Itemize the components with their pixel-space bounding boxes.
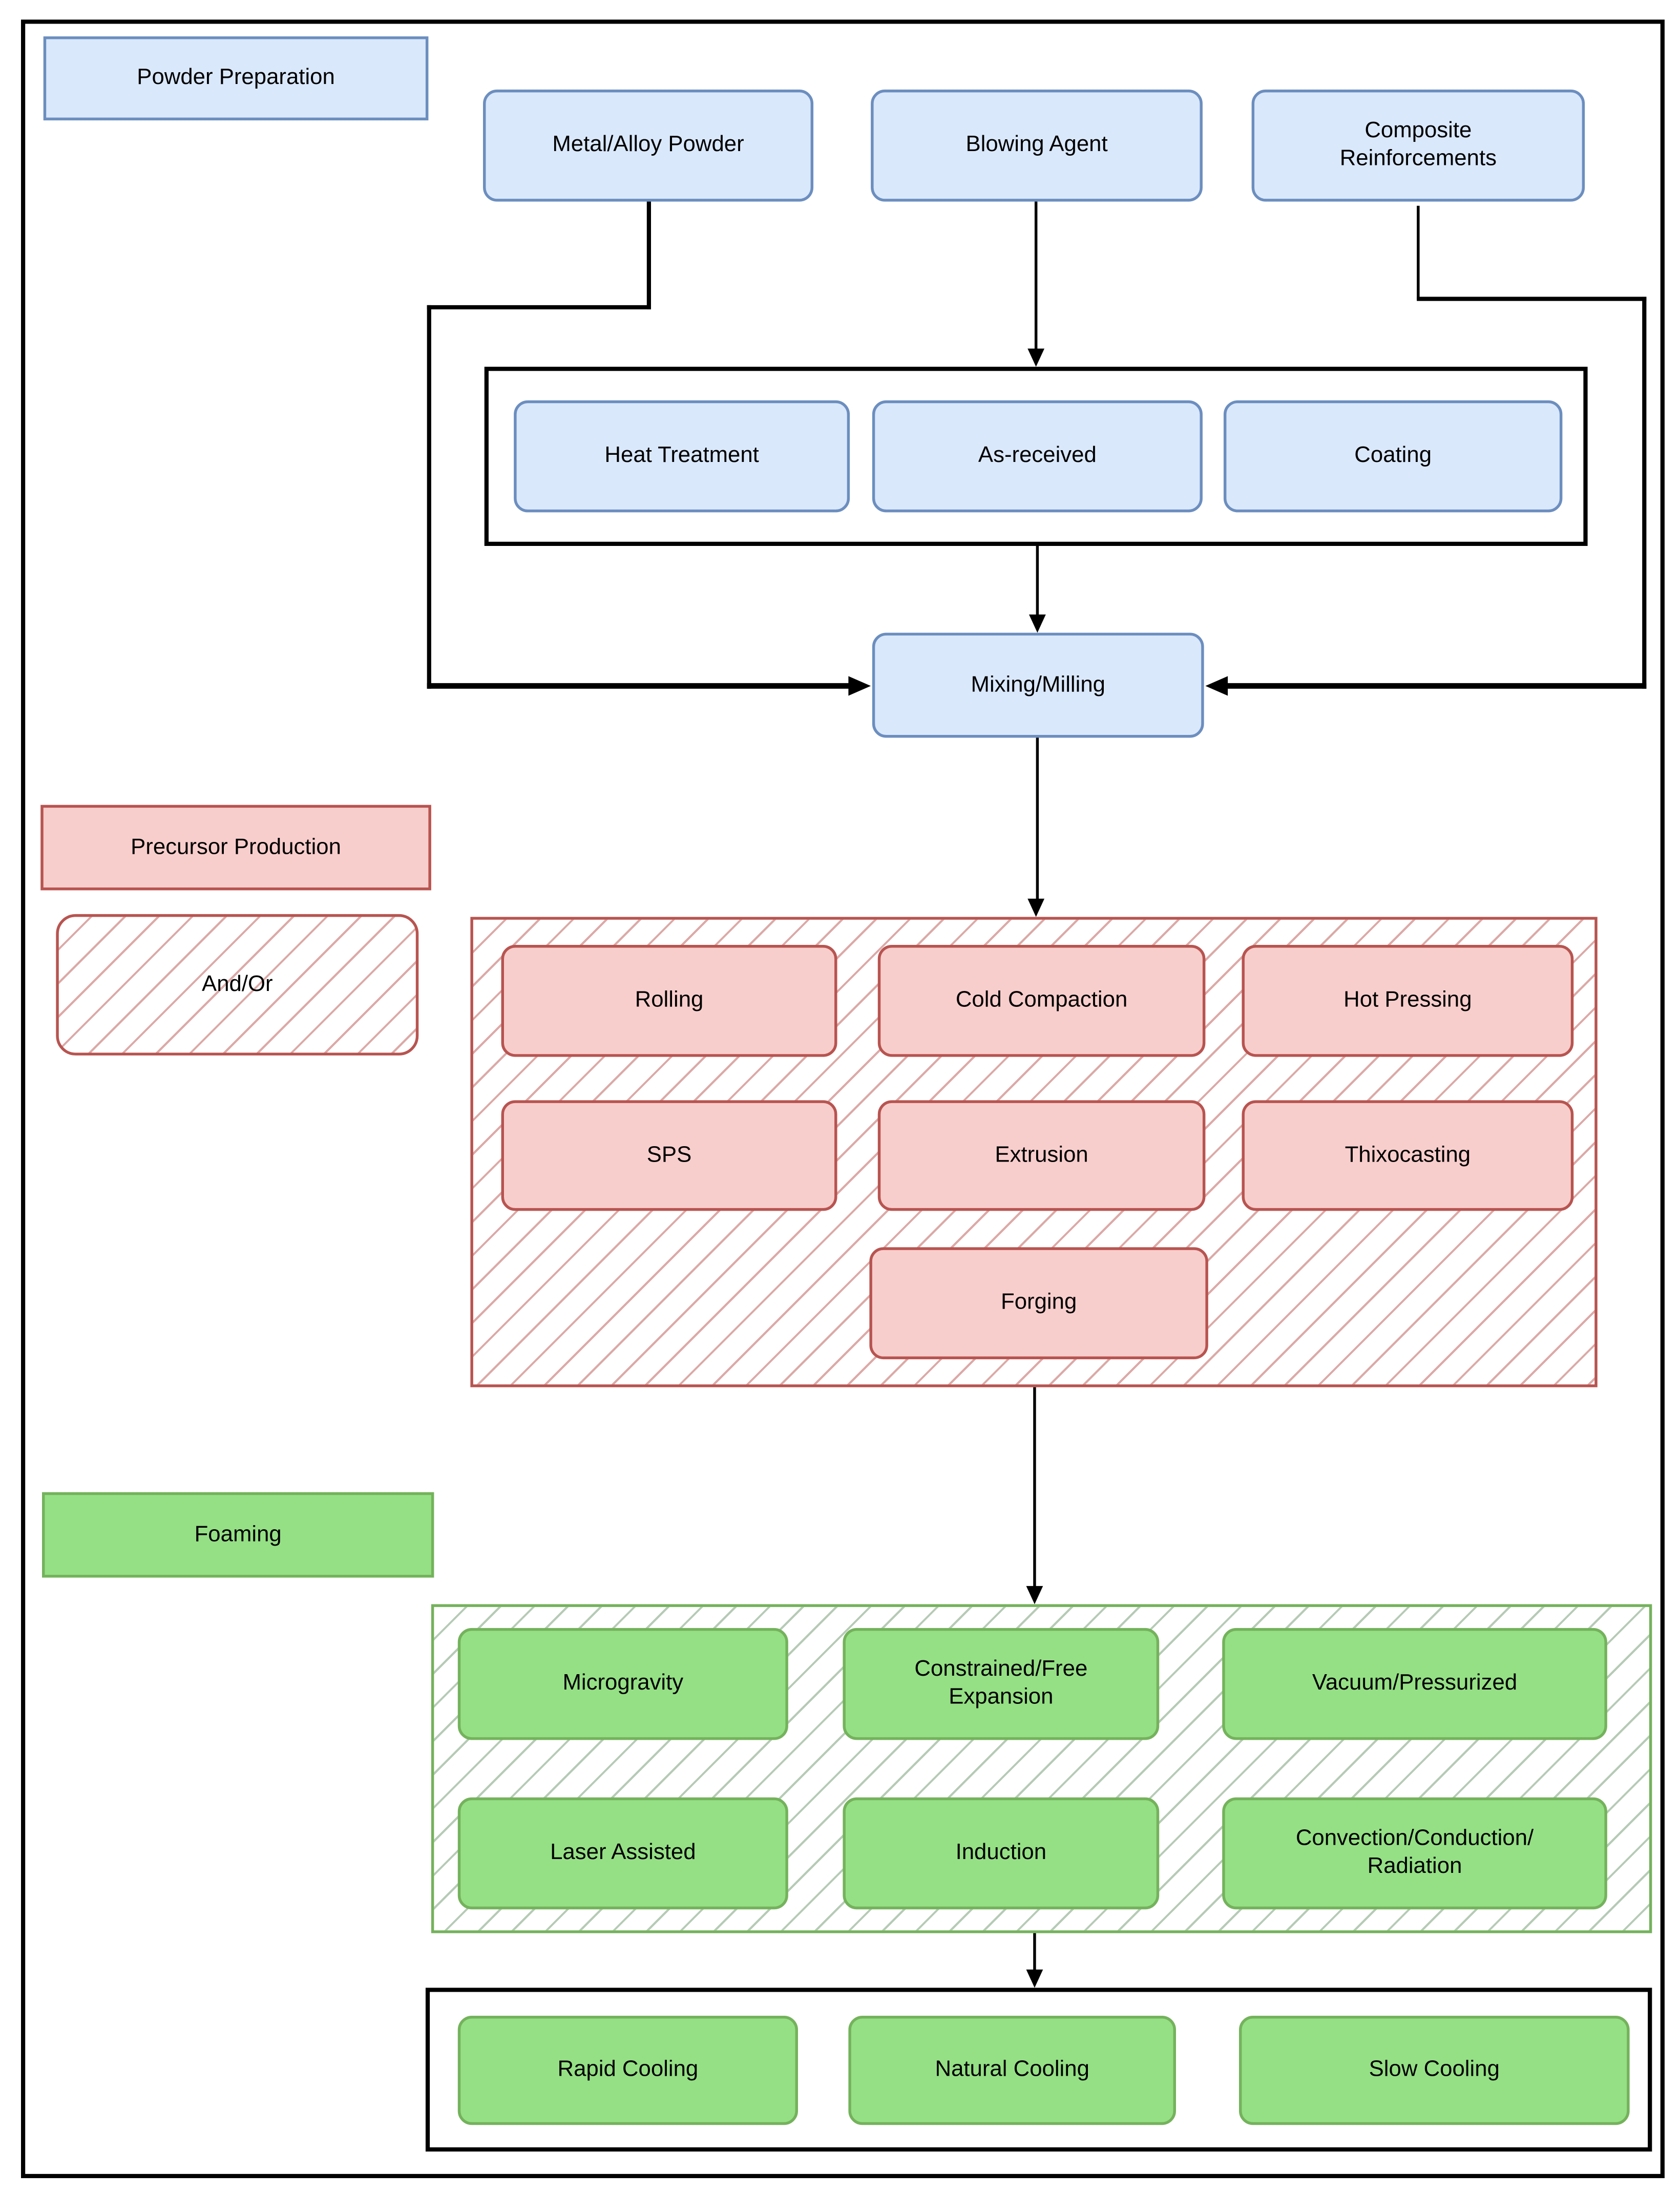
arrowhead-into-mixing-top xyxy=(1028,614,1046,633)
diagram-border xyxy=(20,19,1665,2179)
connector-into-mixing-right xyxy=(1223,683,1647,689)
connector-right-rail xyxy=(1642,297,1647,689)
node-sps: SPS xyxy=(501,1100,837,1211)
node-constrained-free-expansion: Constrained/Free Expansion xyxy=(843,1628,1160,1740)
node-rapid-cooling: Rapid Cooling xyxy=(457,2015,798,2125)
connector-blowing-agent-down xyxy=(1034,201,1038,352)
node-mixing-milling: Mixing/Milling xyxy=(872,632,1204,738)
node-convection-conduction-radiation: Convection/​Conduction/​Radiation xyxy=(1222,1797,1607,1910)
section-label-text: Precursor Production xyxy=(131,835,341,859)
section-label-text: Powder Preparation xyxy=(137,66,335,90)
node-as-received: As-received xyxy=(872,400,1203,513)
node-vacuum-pressurized: Vacuum/Pressurized xyxy=(1222,1628,1607,1740)
node-forging: Forging xyxy=(869,1247,1208,1360)
node-rolling: Rolling xyxy=(501,944,837,1057)
connector-precursor-to-foaming xyxy=(1033,1387,1036,1589)
connector-foaming-to-cooling xyxy=(1033,1933,1036,1973)
arrowhead-into-treatment xyxy=(1027,348,1045,367)
node-metal-alloy-powder: Metal/Alloy Powder xyxy=(482,89,814,202)
arrowhead-into-foaming xyxy=(1026,1586,1043,1605)
node-thixocasting: Thixocasting xyxy=(1242,1100,1574,1211)
section-label-text: Foaming xyxy=(194,1522,282,1546)
section-label-powder-preparation: Powder Preparation xyxy=(43,36,429,121)
node-induction: Induction xyxy=(843,1797,1160,1910)
arrowhead-into-mixing-right xyxy=(1205,676,1228,696)
node-heat-treatment: Heat Treatment xyxy=(514,400,850,513)
node-cold-compaction: Cold Compaction xyxy=(877,944,1206,1057)
connector-into-mixing-left xyxy=(427,683,851,689)
section-label-precursor-production: Precursor Production xyxy=(40,805,431,891)
node-microgravity: Microgravity xyxy=(457,1628,788,1740)
connector-metal-alloy-left xyxy=(427,305,651,310)
arrowhead-into-cooling xyxy=(1026,1969,1043,1988)
node-coating: Coating xyxy=(1223,400,1563,513)
connector-treatment-to-mixing xyxy=(1036,545,1039,618)
node-blowing-agent: Blowing Agent xyxy=(871,89,1203,202)
node-and-or: And/Or xyxy=(56,914,419,1056)
section-label-foaming: Foaming xyxy=(41,1492,434,1578)
node-natural-cooling: Natural Cooling xyxy=(848,2015,1176,2125)
connector-composite-right xyxy=(1417,297,1647,301)
connector-composite-down xyxy=(1417,205,1420,300)
arrowhead-into-mixing-left xyxy=(848,676,871,696)
connector-left-rail xyxy=(427,305,431,689)
arrowhead-into-precursor xyxy=(1027,898,1045,917)
node-hot-pressing: Hot Pressing xyxy=(1242,944,1574,1057)
connector-mixing-to-precursor xyxy=(1036,737,1039,902)
node-composite-reinforcements: Composite Reinforcements xyxy=(1251,89,1585,202)
node-slow-cooling: Slow Cooling xyxy=(1238,2015,1630,2125)
node-extrusion: Extrusion xyxy=(877,1100,1206,1211)
connector-metal-alloy-down xyxy=(646,201,651,310)
node-laser-assisted: Laser Assisted xyxy=(457,1797,788,1910)
